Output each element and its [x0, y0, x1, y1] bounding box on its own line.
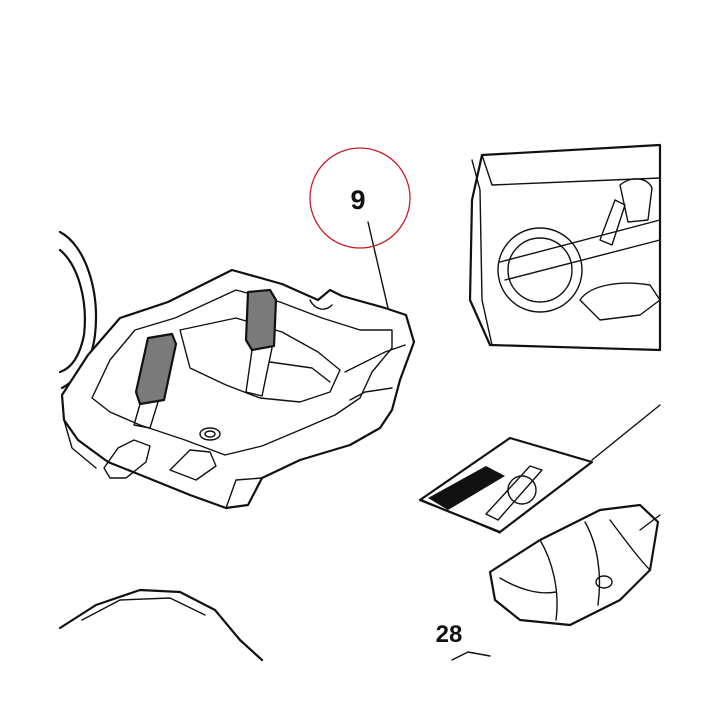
callout-label-28: 28: [436, 621, 463, 648]
carbon-brush-left: [133, 332, 178, 429]
leader-lines: [367, 221, 661, 461]
carbon-brush-right: [244, 288, 278, 397]
callout-label-9: 9: [350, 185, 365, 215]
cable-bundle: [488, 503, 661, 627]
bottom-fragment: [451, 651, 491, 661]
bottom-left-part: [58, 588, 264, 662]
label-packet: [418, 436, 594, 534]
callout-part-9[interactable]: 9: [309, 147, 411, 249]
callout-circle-9: [309, 147, 411, 249]
callout-part-28[interactable]: 28: [436, 621, 463, 648]
motor-housing: [468, 143, 662, 352]
brush-holder-tray: [60, 268, 416, 510]
